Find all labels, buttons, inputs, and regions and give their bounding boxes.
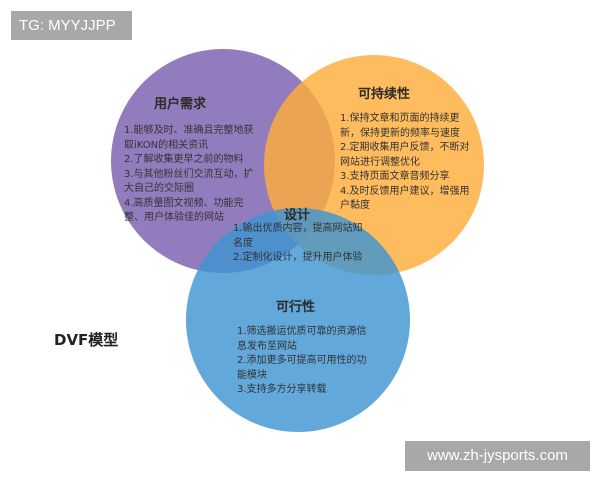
sustainability-line: 3.支持页面文章音频分享	[340, 171, 450, 182]
watermark-bottom: www.zh-jysports.com	[405, 441, 590, 471]
design-line: 名度	[233, 237, 253, 249]
user-needs-title: 用户需求	[154, 97, 207, 112]
model-label: DVF模型	[54, 331, 119, 349]
user-needs-line: 取iKON的相关资讯	[124, 139, 209, 151]
watermark-top: TG: MYYJJPP	[11, 11, 132, 40]
sustainability-line: 1.保持文章和页面的持续更	[340, 113, 460, 124]
user-needs-text: 1.能够及时、准确且完整地获取iKON的相关资讯 2.了解收集更早之前的物料 3.与…	[124, 124, 284, 226]
sustainability-title: 可持续性	[358, 87, 411, 102]
user-needs-line: 2.了解收集更早之前的物料	[124, 154, 244, 165]
feasibility-text: 1.筛选搬运优质可靠的资源信息发布至网站 2.添加更多可提高可用性的功能模块 3.支…	[237, 325, 397, 398]
feasibility-line: 1.筛选搬运优质可靠的资源信	[237, 326, 367, 337]
feasibility-title: 可行性	[276, 300, 316, 315]
sustainability-text: 1.保持文章和页面的持续更新，保持更新的频率与速度 2.定期收集用户反馈，不断对网…	[340, 112, 505, 214]
feasibility-line: 2.添加更多可提高可用性的功	[237, 355, 367, 366]
design-title: 设计	[284, 208, 311, 223]
design-line: 1.输出优质内容，提高网站知	[233, 223, 363, 234]
feasibility-line: 能模块	[237, 369, 267, 381]
sustainability-line: 网站进行调整优化	[340, 156, 420, 168]
feasibility-circle	[186, 208, 410, 432]
user-needs-line: 整、用户体验佳的网站	[124, 212, 224, 223]
feasibility-line: 息发布至网站	[237, 340, 297, 352]
sustainability-line: 2.定期收集用户反馈，不断对	[340, 142, 470, 153]
design-line: 2.定制化设计，提升用户体验	[233, 252, 363, 263]
user-needs-line: 大自己的交际圈	[124, 183, 194, 194]
sustainability-line: 新，保持更新的频率与速度	[340, 127, 460, 139]
user-needs-line: 3.与其他粉丝们交流互动，扩	[124, 168, 254, 180]
design-text: 1.输出优质内容，提高网站知名度 2.定制化设计，提升用户体验	[233, 222, 383, 266]
user-needs-line: 1.能够及时、准确且完整地获	[124, 125, 254, 136]
feasibility-line: 3.支持多方分享转载	[237, 384, 327, 395]
user-needs-line: 4.高质量图文视频、功能完	[124, 197, 244, 209]
sustainability-line: 户黏度	[340, 200, 370, 211]
sustainability-line: 4.及时反馈用户建议，增强用	[340, 185, 470, 197]
